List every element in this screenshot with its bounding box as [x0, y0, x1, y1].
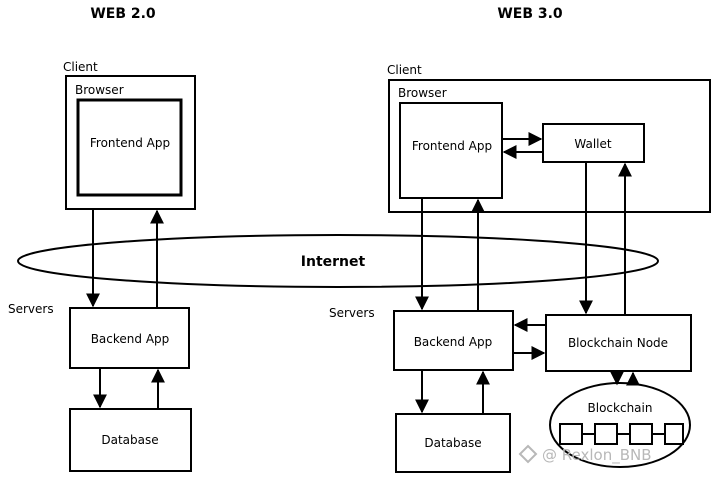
web3-backend-app-box: [393, 310, 514, 371]
web3-client-label: Client: [387, 63, 422, 77]
web2-client-label: Client: [63, 60, 98, 74]
internet-ellipse: [17, 234, 659, 288]
web2-frontend-app-label: Frontend App: [90, 136, 170, 150]
web3-frontend-app-label: Frontend App: [412, 139, 492, 153]
web3-client-box: [388, 79, 711, 213]
web3-blockchain-node-label: Blockchain Node: [568, 336, 668, 350]
web2-frontend-app-box: [76, 98, 183, 197]
internet-label: Internet: [301, 254, 366, 270]
web2-browser-label: Browser: [75, 83, 124, 97]
web3-database-box: [395, 413, 511, 473]
web2-database-label: Database: [101, 433, 158, 447]
web3-wallet-box: [542, 123, 645, 163]
web3-blockchain-node-box: [545, 314, 692, 372]
web2-servers-label: Servers: [8, 302, 54, 316]
web3-blockchain-label: Blockchain: [588, 401, 653, 415]
web2-backend-app-label: Backend App: [91, 332, 170, 346]
web2-client-box: [65, 75, 196, 210]
watermark-logo-icon: [518, 444, 538, 464]
web3-backend-app-label: Backend App: [414, 335, 493, 349]
web3-heading: WEB 3.0: [497, 6, 563, 22]
web2-heading: WEB 2.0: [90, 6, 156, 22]
web2-database-box: [69, 408, 192, 472]
blockchain-blocks: [559, 423, 684, 445]
web3-servers-label: Servers: [329, 306, 375, 320]
web3-wallet-label: Wallet: [574, 137, 612, 151]
watermark: @ Rexlon_BNB: [518, 444, 652, 465]
web2-backend-app-box: [69, 307, 190, 369]
web3-frontend-app-box: [399, 102, 503, 199]
web3-database-label: Database: [424, 436, 481, 450]
web3-browser-label: Browser: [398, 86, 447, 100]
watermark-text: @ Rexlon_BNB: [542, 446, 652, 465]
